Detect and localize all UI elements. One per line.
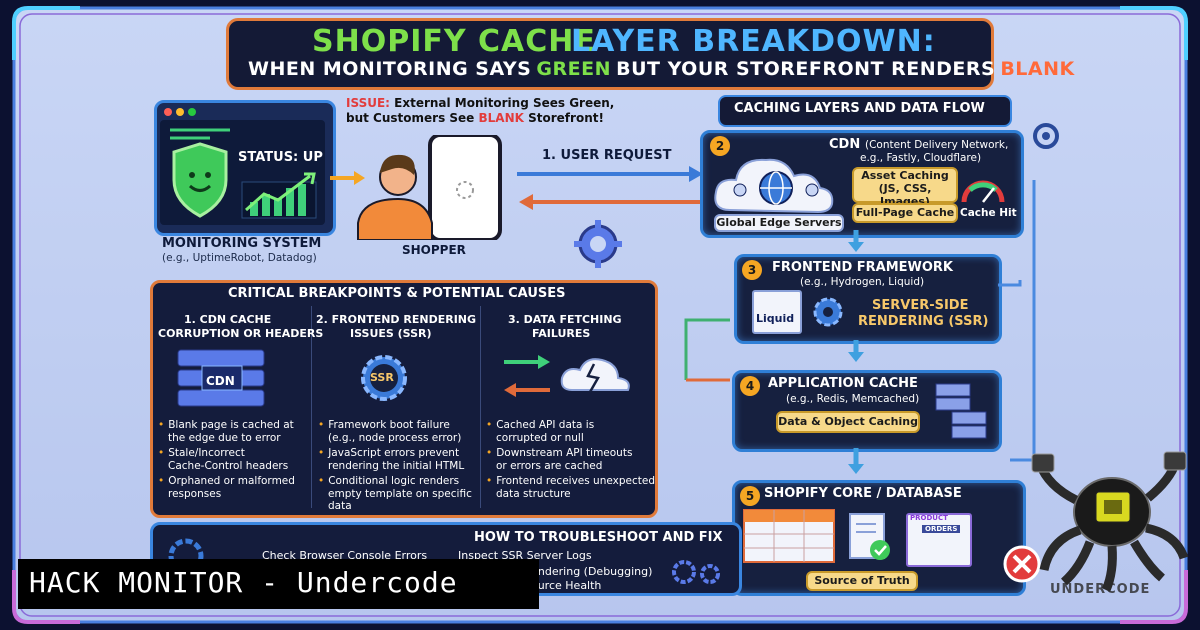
troubleshoot-heading: HOW TO TROUBLESHOOT AND FIX: [474, 530, 723, 545]
col3-b3a: Frontend receives unexpected: [486, 475, 655, 487]
col2-b1a: Framework boot failure: [318, 419, 450, 431]
ssr-line2: RENDERING (SSR): [858, 314, 989, 329]
ssr-gear-icon: [361, 355, 407, 401]
col2-title1: 2. FRONTEND RENDERING: [316, 313, 477, 326]
step-2-badge: 2: [710, 136, 730, 156]
gear-icon: [574, 220, 622, 268]
layers-heading-box: [718, 95, 1012, 127]
cdn-desc2: e.g., Fastly, Cloudflare): [860, 152, 982, 164]
col1-title2: CORRUPTION OR HEADERS: [158, 327, 324, 340]
troubleshoot-step4: Source Health: [524, 579, 602, 592]
monitoring-title: MONITORING SYSTEM: [162, 236, 322, 251]
col1-title1: 1. CDN CACHE: [184, 313, 272, 326]
database-table-icon: [743, 509, 835, 563]
shopper-illustration: [357, 135, 502, 240]
col1-b3b: responses: [168, 488, 222, 500]
col1-b1a: Blank page is cached at: [158, 419, 294, 431]
full-page-cache-pill: Full-Page Cache: [852, 203, 958, 223]
undercode-logo-text: UNDERCODE: [1050, 582, 1151, 597]
cdn-server-icon: [177, 349, 265, 407]
core-title: SHOPIFY CORE / DATABASE: [764, 486, 962, 501]
gear-icon-ssr: [813, 297, 843, 327]
col3-b2b: or errors are cached: [496, 460, 603, 472]
gears-icon: [672, 560, 720, 584]
product-orders-icon: [906, 513, 972, 567]
brand-text: HACK MONITOR - Undercode: [29, 566, 458, 599]
status-badge: STATUS: UP: [238, 150, 323, 165]
troubleshoot-step3: Rendering (Debugging): [524, 565, 653, 578]
col2-b2a: JavaScript errors prevent: [318, 447, 459, 459]
col3-b1b: corrupted or null: [496, 432, 584, 444]
cdn-icon-label: CDN: [206, 374, 235, 388]
brand-bar: [18, 559, 539, 609]
col2-b3b: empty template on specific: [328, 488, 472, 500]
liquid-label: Liquid: [756, 312, 795, 325]
product-label: PRODUCT: [910, 514, 948, 522]
cloud-globe-icon: [714, 158, 834, 214]
step-3-badge: 3: [742, 260, 762, 280]
ssr-line1: SERVER-SIDE: [872, 298, 969, 313]
frontend-title: FRONTEND FRAMEWORK: [772, 260, 954, 275]
breakpoints-heading: CRITICAL BREAKPOINTS & POTENTIAL CAUSES: [228, 286, 566, 301]
gauge-icon: [961, 180, 1005, 203]
app-cache-desc: (e.g., Redis, Memcached): [786, 393, 920, 405]
document-check-icon: [849, 513, 890, 560]
col2-b1b: (e.g., node process error): [328, 432, 462, 444]
cdn-title: CDN: [829, 137, 861, 152]
window-dots: [162, 104, 222, 123]
title-part1: SHOPIFY CACHE: [312, 24, 596, 59]
cdn-desc1: (Content Delivery Network,: [865, 139, 1009, 151]
server-stack-icon: [935, 383, 987, 439]
user-request-arrows: [517, 166, 703, 210]
step-5-badge: 5: [740, 486, 760, 506]
edge-servers-pill: Global Edge Servers: [714, 214, 844, 232]
broken-cloud-icon: [504, 355, 630, 397]
app-cache-title: APPLICATION CACHE: [768, 376, 918, 391]
col1-b2a: Stale/Incorrect: [158, 447, 245, 459]
error-x-icon: [1003, 545, 1041, 583]
col2-title2: ISSUES (SSR): [350, 327, 432, 340]
col3-title1: 3. DATA FETCHING: [508, 313, 622, 326]
col1-b2b: Cache-Control headers: [168, 460, 289, 472]
arrow-down-icon: [848, 230, 864, 252]
gear-icon-small: [1033, 123, 1059, 149]
col3-title2: FAILURES: [532, 327, 591, 340]
layers-heading: CACHING LAYERS AND DATA FLOW: [734, 101, 985, 116]
troubleshoot-step2: Inspect SSR Server Logs: [458, 549, 592, 562]
col1-b3a: Orphaned or malformed: [158, 475, 295, 487]
col2-b3a: Conditional logic renders: [318, 475, 459, 487]
troubleshoot-step1: Check Browser Console Errors: [262, 549, 428, 562]
orders-label: ORDERS: [922, 525, 961, 533]
issue-line1: ISSUE: External Monitoring Sees Green,: [346, 96, 615, 110]
subtitle: WHEN MONITORING SAYS GREEN BUT YOUR STOR…: [248, 58, 1075, 80]
col2-b3c: data: [328, 500, 352, 512]
cache-hit-label: Cache Hit: [960, 207, 1017, 219]
user-request-label: 1. USER REQUEST: [542, 148, 672, 163]
arrow-down-icon-2: [848, 340, 864, 362]
monitoring-examples: (e.g., UptimeRobot, Datadog): [162, 252, 317, 264]
shopper-label: SHOPPER: [402, 243, 466, 257]
col3-b1a: Cached API data is: [486, 419, 594, 431]
object-caching-pill: Data & Object Caching: [776, 411, 920, 433]
col-divider-2: [480, 306, 481, 508]
title-banner: [226, 18, 994, 90]
issue-line2: but Customers See BLANK Storefront!: [346, 111, 604, 125]
col2-b2b: rendering the initial HTML: [328, 460, 465, 472]
flow-lines: [684, 180, 1036, 462]
step-4-badge: 4: [740, 376, 760, 396]
title-part2: LAYER BREAKDOWN:: [571, 24, 936, 59]
liquid-file-icon: [752, 290, 802, 334]
col3-b3b: data structure: [496, 488, 571, 500]
ssr-icon-label: SSR: [370, 371, 394, 384]
monitoring-screen: [160, 120, 325, 225]
arrow-right-icon: [330, 171, 365, 185]
col1-b1b: the edge due to error: [168, 432, 281, 444]
source-of-truth-pill: Source of Truth: [806, 571, 918, 591]
arrow-down-icon-3: [848, 448, 864, 474]
frontend-desc: (e.g., Hydrogen, Liquid): [800, 276, 925, 288]
asset-caching-pill: Asset Caching(JS, CSS, Images): [852, 167, 958, 208]
col3-b2a: Downstream API timeouts: [486, 447, 632, 459]
col-divider-1: [311, 306, 312, 508]
undercode-octopus-logo: [1031, 451, 1189, 592]
